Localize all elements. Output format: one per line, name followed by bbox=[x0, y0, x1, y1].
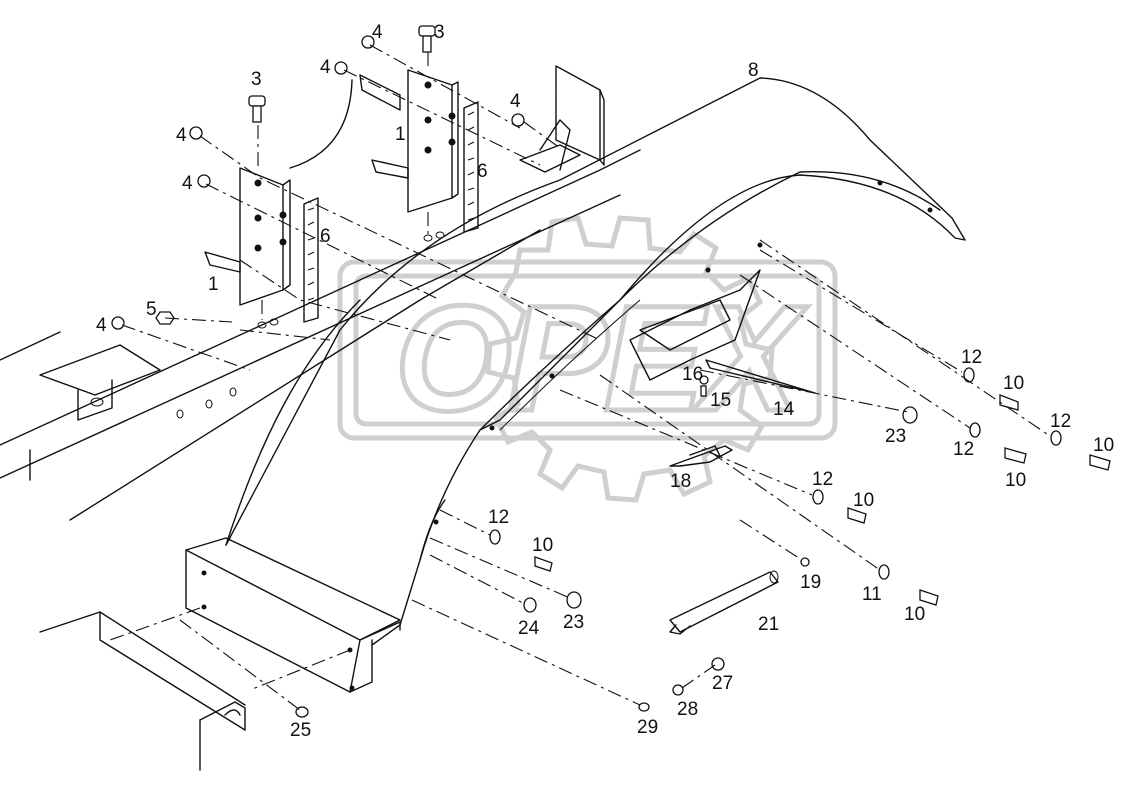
callout-28: 28 bbox=[677, 699, 698, 720]
leader-lines bbox=[109, 44, 1051, 711]
callout-12: 12 bbox=[488, 507, 509, 528]
callout-4: 4 bbox=[182, 173, 193, 194]
upper-frame-bracket bbox=[289, 65, 605, 173]
fender-base-box bbox=[185, 537, 401, 693]
callout-labels: 1 1 3 3 4 4 4 4 4 4 5 6 6 8 10 10 10 10 … bbox=[96, 22, 1114, 741]
callout-25: 25 bbox=[290, 720, 311, 741]
callout-29: 29 bbox=[637, 717, 658, 738]
callout-16: 16 bbox=[682, 364, 703, 385]
bracket-18 bbox=[669, 445, 733, 467]
callout-23: 23 bbox=[563, 612, 584, 633]
watermark-text: OPEX bbox=[395, 274, 808, 442]
callout-24: 24 bbox=[518, 618, 540, 639]
nut-4-group bbox=[111, 35, 525, 330]
callout-4: 4 bbox=[320, 57, 331, 78]
callout-10: 10 bbox=[532, 535, 553, 556]
callout-19: 19 bbox=[800, 572, 821, 593]
callout-3: 3 bbox=[434, 22, 445, 43]
callout-21: 21 bbox=[758, 614, 779, 635]
callout-4: 4 bbox=[96, 315, 107, 336]
callout-15: 15 bbox=[710, 390, 731, 411]
bolt-3-right bbox=[418, 25, 436, 53]
callout-6: 6 bbox=[320, 226, 331, 247]
callout-10: 10 bbox=[853, 490, 874, 511]
callout-4: 4 bbox=[372, 22, 383, 43]
inner-fender-bracket bbox=[629, 269, 761, 381]
callout-1: 1 bbox=[395, 124, 406, 145]
callout-10: 10 bbox=[1003, 373, 1024, 394]
callout-11: 11 bbox=[862, 584, 882, 605]
callout-3: 3 bbox=[251, 69, 262, 90]
rubber-strip-left bbox=[303, 197, 319, 323]
callout-23: 23 bbox=[885, 426, 906, 447]
lower-frame-rail bbox=[39, 611, 246, 771]
rubber-strip-right bbox=[463, 101, 479, 233]
callout-8: 8 bbox=[748, 60, 759, 81]
chassis-frame-rail bbox=[0, 149, 641, 521]
callout-6: 6 bbox=[477, 161, 488, 182]
washer-12-set bbox=[489, 367, 1062, 580]
mounting-bracket-left bbox=[204, 167, 291, 329]
callout-27: 27 bbox=[712, 673, 733, 694]
fastener-15-16 bbox=[699, 375, 709, 397]
watermark-logo: OPEX bbox=[337, 215, 838, 503]
mounting-bracket-right bbox=[371, 69, 459, 242]
bolt-10-set bbox=[534, 394, 1111, 606]
strip-14 bbox=[705, 359, 816, 394]
bolt-3-left bbox=[248, 95, 266, 123]
callout-5: 5 bbox=[146, 299, 157, 320]
fender bbox=[225, 77, 966, 646]
fasteners-19-25-27-28-29 bbox=[295, 557, 810, 718]
callout-12: 12 bbox=[812, 469, 833, 490]
caps-23-24 bbox=[523, 406, 918, 613]
callout-14: 14 bbox=[773, 399, 795, 420]
callout-12: 12 bbox=[953, 439, 974, 460]
callout-1: 1 bbox=[208, 274, 219, 295]
callout-10: 10 bbox=[1005, 470, 1026, 491]
tube-21 bbox=[669, 570, 779, 635]
callout-4: 4 bbox=[176, 125, 187, 146]
callout-10: 10 bbox=[1093, 435, 1114, 456]
callout-18: 18 bbox=[670, 471, 691, 492]
callout-4: 4 bbox=[510, 91, 521, 112]
callout-10: 10 bbox=[904, 604, 925, 625]
callout-12: 12 bbox=[961, 347, 982, 368]
callout-12: 12 bbox=[1050, 411, 1071, 432]
